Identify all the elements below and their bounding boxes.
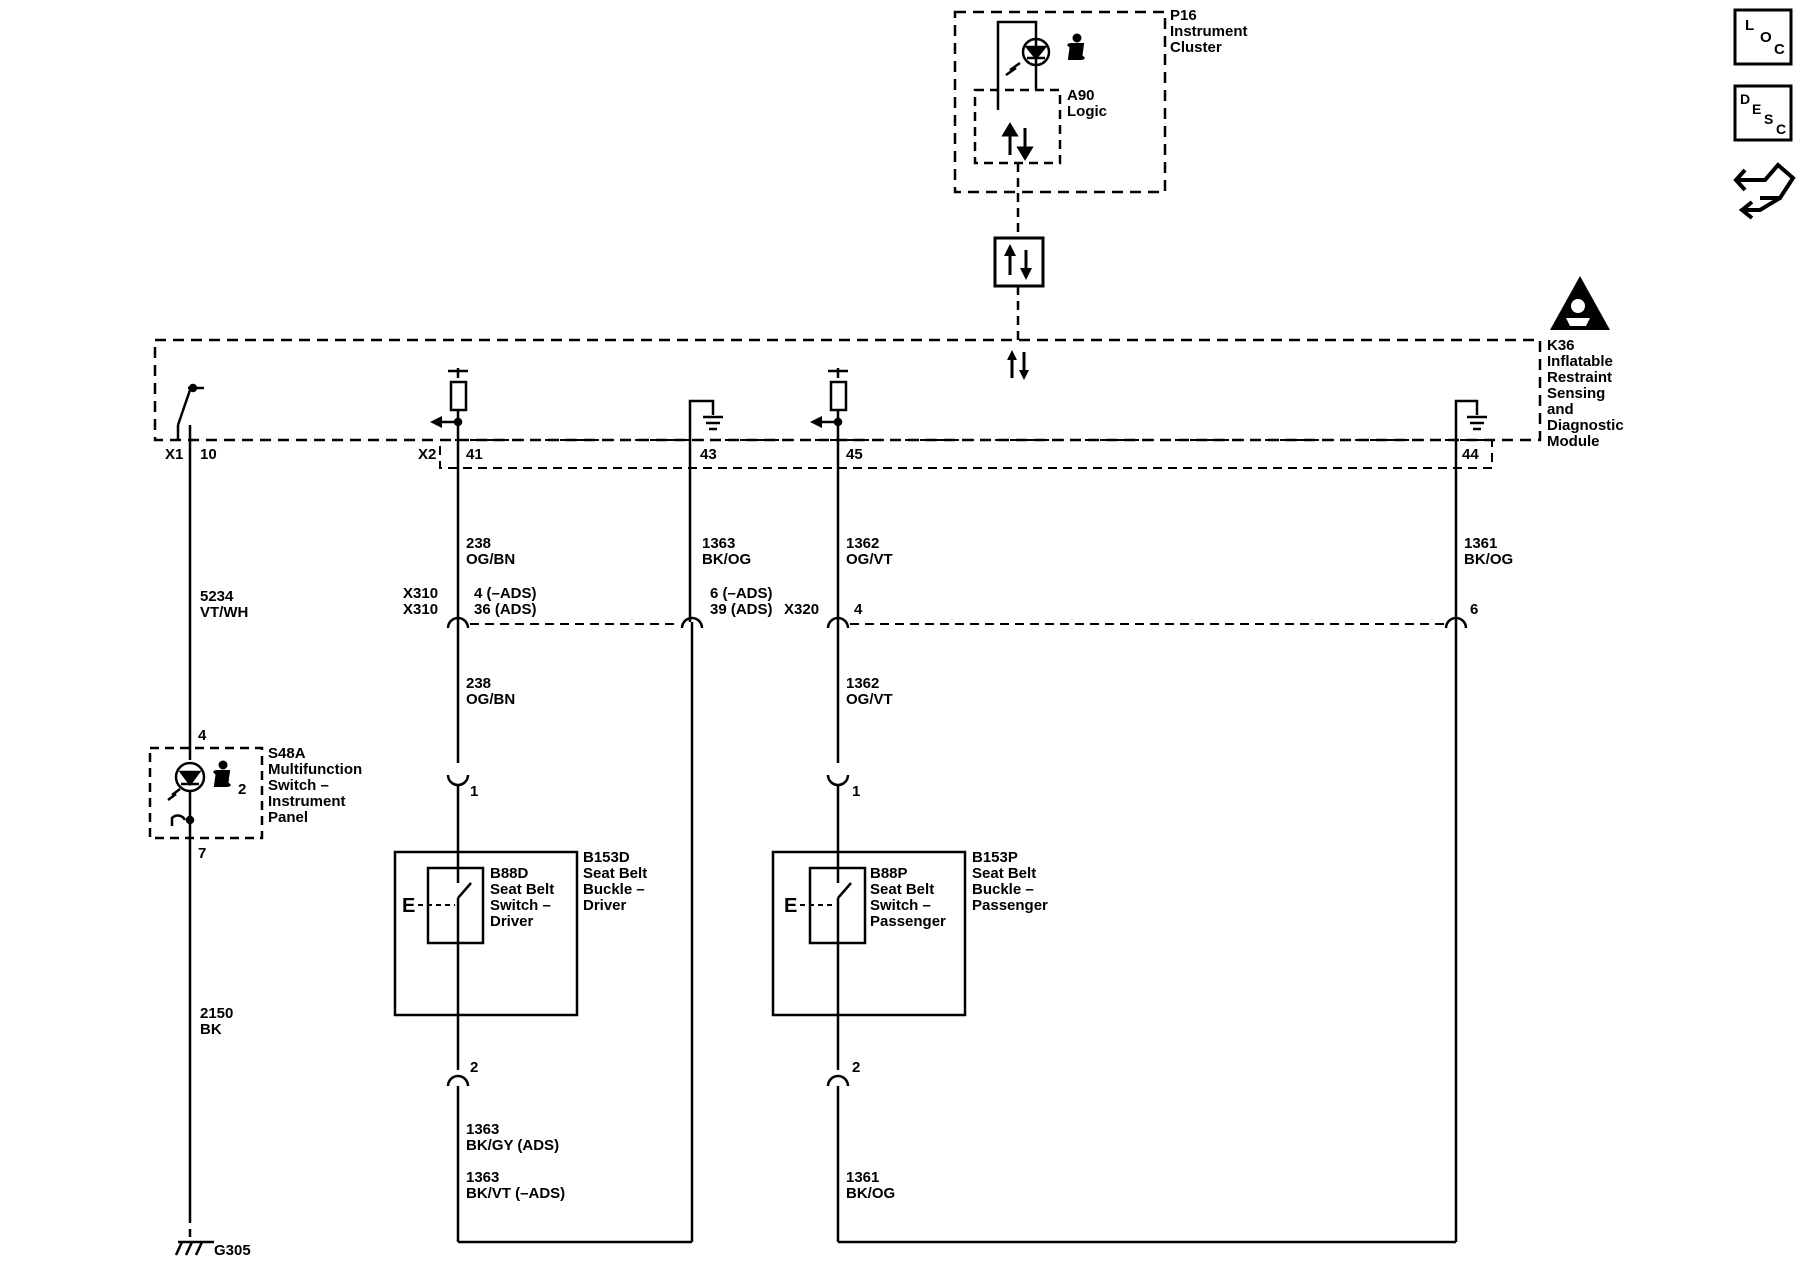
desc-button-label: D E S C [1740,91,1786,137]
p16-module [953,10,1167,194]
wire-238-top-label: 238 OG/BN [466,535,515,568]
svg-text:D: D [1740,91,1750,107]
pin-44-label: 44 [1462,446,1479,463]
a90-label: A90 Logic [1067,87,1107,120]
b88d-label: B88D Seat Belt Switch – Driver [490,865,558,930]
wire-1363-top-label: 1363 BK/OG [702,535,751,568]
wire-1361-bottom-label: 1361 BK/OG [846,1169,895,1202]
b153d-pin-2-label: 2 [470,1059,478,1076]
k36-module [153,338,1542,469]
x320-pin-6-label: 6 [1470,601,1478,618]
k36-pin43-ground [688,399,723,622]
wire-1363-nads-label: 1363 BK/VT (–ADS) [466,1169,565,1202]
b153d-pin-1-label: 1 [470,783,478,800]
b153d-label: B153D Seat Belt Buckle – Driver [583,849,651,914]
k36-pin44-ground [1454,399,1487,622]
p16-label: P16 Instrument Cluster [1170,7,1252,56]
pin-43-label: 43 [700,446,717,463]
loc-button-label: L O C [1745,17,1785,58]
x310-ground-pins-label: 6 (–ADS) 39 (ADS) [710,585,777,618]
serial-data-link [993,163,1045,380]
connector-x1-label: X1 [165,446,183,463]
b88p-label: B88P Seat Belt Switch – Passenger [870,865,946,930]
x320-pin-4-label: 4 [854,601,863,618]
b88p-e-symbol: E [784,895,797,917]
pin-10-label: 10 [200,446,217,463]
wire-238-mid-label: 238 OG/BN [466,675,515,708]
ground-g305-label: G305 [214,1242,251,1259]
svg-text:C: C [1774,41,1785,58]
wire-1362-mid-label: 1362 OG/VT [846,675,893,708]
inline-connectors [446,616,1468,629]
svg-text:S: S [1764,111,1773,127]
wire-1363-ads-label: 1363 BK/GY (ADS) [466,1121,559,1154]
wire-5234-label: 5234 VT/WH [200,588,248,621]
seatbelt-icon [1066,33,1086,61]
serial-data-arrows-icon [1001,122,1034,161]
desc-button[interactable] [1733,84,1793,142]
wire-2150-label: 2150 BK [200,1005,238,1038]
s48a-pin-4-label: 4 [198,727,207,744]
loc-button[interactable] [1733,8,1793,66]
svg-text:L: L [1745,17,1754,34]
k36-pin41-circuit [430,368,468,428]
b153p-label: B153P Seat Belt Buckle – Passenger [972,849,1048,914]
svg-text:E: E [1752,101,1761,117]
seatbelt-icon [212,760,232,788]
ground-g305-symbol [174,1215,214,1256]
connector-x320-label: X320 [784,601,819,618]
svg-text:C: C [1776,121,1786,137]
b153p-pin-2-label: 2 [852,1059,860,1076]
airbag-warning-icon [1550,276,1610,330]
x310-pins-label: 4 (–ADS) 36 (ADS) [474,585,541,618]
b153p-buckle [771,774,1456,1244]
k36-pin45-circuit [810,368,848,428]
k36-label: K36 Inflatable Restraint Sensing and Dia… [1547,337,1628,450]
wire-1362-top-label: 1362 OG/VT [846,535,893,568]
connector-end-view-icon[interactable] [1733,162,1796,220]
b153p-pin-1-label: 1 [852,783,860,800]
b153d-buckle [393,774,692,1244]
connector-x2-label: X2 [418,446,436,463]
s48a-pin-2-label: 2 [238,781,246,798]
wire-1361-top-label: 1361 BK/OG [1464,535,1513,568]
connector-x310-label: X310 X310 [403,585,442,618]
s48a-switch [148,746,264,1215]
pin-45-label: 45 [846,446,863,463]
s48a-label: S48A Multifunction Switch – Instrument P… [268,745,366,826]
pin-41-label: 41 [466,446,483,463]
s48a-pin-7-label: 7 [198,845,206,862]
k36-pin10-switch [176,383,204,440]
b88d-e-symbol: E [402,895,415,917]
svg-text:O: O [1760,29,1772,46]
